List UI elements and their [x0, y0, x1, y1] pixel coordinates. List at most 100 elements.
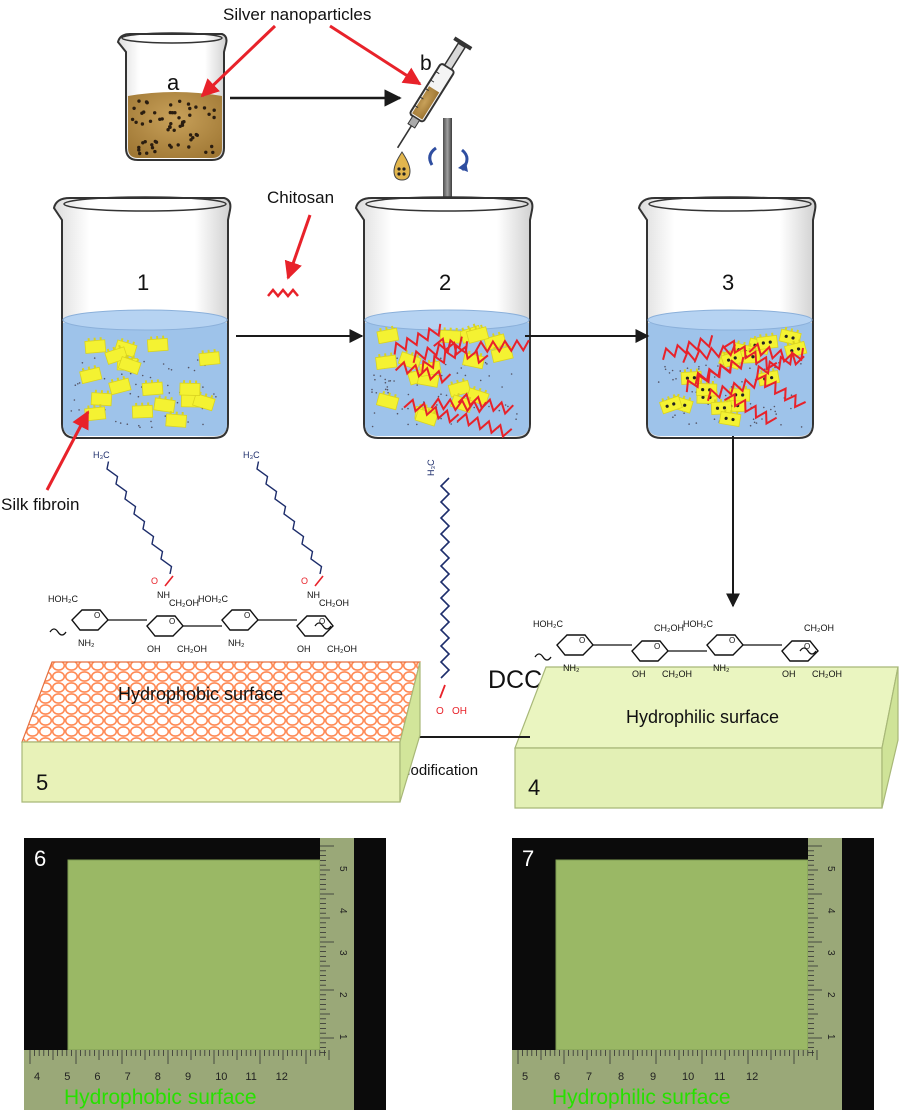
- svg-text:NH: NH: [307, 590, 320, 600]
- red-arrow-silk-fibroin: [45, 410, 90, 491]
- chitosan-chain: [706, 376, 759, 402]
- photo-6-number: 6: [34, 846, 46, 871]
- slab-4-hydrophilic: Hydrophilic surface 4: [514, 666, 899, 809]
- ruler-y-label: 3: [337, 950, 348, 956]
- silk-fibroin-block: [718, 409, 742, 428]
- chitosan-structure-unmodified: OHOH₂CNH₂OCH₂OHCH₂OHOHOHOH₂CNH₂OCH₂OHCH₂…: [533, 619, 842, 679]
- ruler-y-label: 1: [337, 1034, 348, 1040]
- ruler-x-label: 12: [746, 1071, 758, 1083]
- silk-fibroin-block: [84, 337, 107, 354]
- fatty-acid-chain: [439, 477, 451, 679]
- svg-text:O: O: [244, 611, 250, 620]
- chitosan-chain: [694, 356, 745, 385]
- ruler-y-label: 5: [337, 866, 348, 872]
- silk-fibroin-block: [146, 335, 169, 353]
- carboxyl-bond: [439, 684, 446, 699]
- silk-fibroin-block: [465, 324, 490, 344]
- silk-fibroin-block: [756, 332, 779, 351]
- red-arrow-chitosan: [284, 214, 312, 280]
- red-arrow-to-beaker-a: [200, 24, 277, 98]
- svg-text:OH: OH: [297, 644, 311, 654]
- silk-fibroin-block: [153, 395, 176, 414]
- ruler-x-label: 10: [215, 1071, 227, 1083]
- silk-fibroin-label: Silk fibroin: [1, 495, 79, 514]
- hydrophobic-surface-label: Hydrophobic surface: [118, 684, 283, 704]
- svg-text:O: O: [169, 617, 175, 626]
- carboxyl-o: O: [436, 706, 444, 717]
- syringe-b-label: b: [420, 52, 432, 75]
- silk-fibroin-block: [192, 391, 216, 412]
- chitosan-chain: [430, 396, 487, 414]
- chitosan-chain: [393, 323, 442, 355]
- ruler-x-label: 10: [682, 1071, 694, 1083]
- chitosan-chain: [662, 335, 714, 361]
- svg-text:CH₂OH: CH₂OH: [804, 623, 834, 633]
- silk-fibroin-block: [79, 365, 103, 385]
- silk-fibroin-block: [108, 375, 132, 396]
- svg-text:OH: OH: [782, 669, 796, 679]
- photo-7-caption: Hydrophilic surface: [552, 1086, 731, 1109]
- svg-text:O: O: [319, 617, 325, 626]
- silk-fibroin-block: [376, 325, 400, 345]
- svg-text:HOH₂C: HOH₂C: [533, 619, 563, 629]
- ruler-x-label: 7: [586, 1071, 592, 1083]
- ruler-x-label: 6: [554, 1071, 560, 1083]
- rotation-arrow-icon: [428, 146, 469, 172]
- silk-fibroin-block: [778, 326, 802, 346]
- svg-text:CH₂OH: CH₂OH: [327, 644, 357, 654]
- ruler-x-label: 9: [650, 1071, 656, 1083]
- silk-fibroin-block: [198, 349, 221, 367]
- slab-5-hydrophobic: Hydrophobic surface 5: [21, 661, 421, 803]
- silk-fibroin-block: [414, 406, 439, 427]
- silk-fibroin-block: [165, 411, 188, 428]
- svg-text:OH: OH: [632, 669, 646, 679]
- red-arrow-to-syringe: [329, 24, 422, 86]
- silk-fibroin-block: [179, 380, 201, 397]
- svg-text:CH₂OH: CH₂OH: [654, 623, 684, 633]
- chitosan-chain: [456, 412, 513, 439]
- beaker-a-label: a: [167, 70, 180, 95]
- beaker-a: a: [116, 32, 228, 161]
- silk-fibroin-block: [375, 390, 400, 411]
- slab-4-number: 4: [528, 775, 540, 800]
- ruler-x-label: 12: [276, 1071, 288, 1083]
- ruler-x-label: 11: [714, 1071, 725, 1083]
- ruler-y-label: 1: [825, 1034, 836, 1040]
- ruler-y-label: 5: [825, 866, 836, 872]
- chitosan-chain: [474, 338, 530, 354]
- ruler-y-label: 4: [825, 908, 836, 914]
- beaker-1: 1: [52, 196, 232, 439]
- ruler-x-label: 5: [64, 1071, 70, 1083]
- dcc-label: DCC: [488, 666, 542, 694]
- chitosan-chain: [748, 342, 805, 367]
- svg-text:NH₂: NH₂: [228, 638, 245, 648]
- hydrophilic-surface-label: Hydrophilic surface: [626, 707, 779, 727]
- chitosan-chain: [724, 392, 778, 426]
- ruler-x-label: 11: [245, 1071, 256, 1083]
- chitosan-chain: [433, 336, 489, 365]
- svg-text:CH₂OH: CH₂OH: [662, 669, 692, 679]
- modification-label: Modification: [398, 762, 478, 779]
- svg-text:CH₂OH: CH₂OH: [812, 669, 842, 679]
- ruler-x-label: 7: [125, 1071, 131, 1083]
- silk-fibroin-block: [117, 354, 142, 375]
- beaker-3-number: 3: [722, 270, 734, 295]
- svg-text:CH₂OH: CH₂OH: [319, 598, 349, 608]
- svg-text:HOH₂C: HOH₂C: [198, 594, 228, 604]
- svg-text:HOH₂C: HOH₂C: [683, 619, 713, 629]
- chitosan-label: Chitosan: [267, 188, 334, 207]
- svg-text:O: O: [94, 611, 100, 620]
- ruler-x-label: 9: [185, 1071, 191, 1083]
- silver-nanoparticles-label: Silver nanoparticles: [223, 5, 371, 24]
- svg-text:O: O: [654, 642, 660, 651]
- svg-text:CH₂OH: CH₂OH: [177, 644, 207, 654]
- chitosan-structure-modified: OHOH₂CNH₂OCH₂OHCH₂OHOHOHOH₂CNH₂OCH₂OHCH₂…: [48, 450, 357, 654]
- svg-text:O: O: [579, 636, 585, 645]
- chitosan-chain: [755, 347, 804, 379]
- ruler-y-label: 4: [337, 908, 348, 914]
- fatty-acid-molecule: H₃C O OH: [426, 459, 467, 717]
- svg-text:CH₂OH: CH₂OH: [169, 598, 199, 608]
- drop-icon: [393, 151, 411, 181]
